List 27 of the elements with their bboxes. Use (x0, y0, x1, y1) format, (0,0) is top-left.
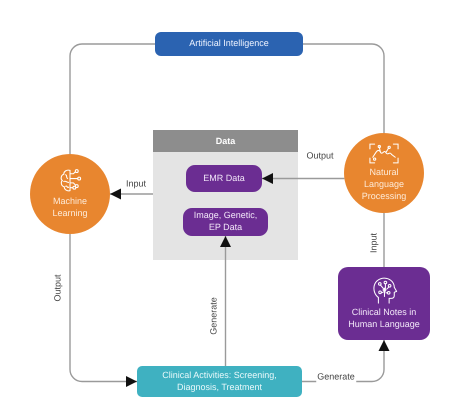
node-label: Natural Language Processing (360, 167, 408, 203)
edge-label: Input (368, 232, 380, 254)
data-panel (153, 130, 298, 260)
connector-line (383, 213, 385, 267)
arrow (262, 173, 344, 184)
arrow (110, 188, 153, 200)
node-label: Artificial Intelligence (189, 38, 269, 50)
edge-label: Input (124, 178, 148, 190)
panel-header: Data (153, 130, 298, 152)
node-label: Clinical Notes in Human Language (347, 307, 421, 331)
node-label: Clinical Activities: Screening, Diagnosis, Treatment (161, 370, 278, 394)
node-label: Machine Learning (51, 196, 89, 220)
arrow (69, 234, 137, 387)
edge-label: Generate (316, 372, 356, 382)
arrow (220, 236, 231, 366)
notes-card (338, 267, 430, 340)
connector-line (69, 43, 155, 154)
data-item (183, 208, 268, 236)
node-label: Image, Genetic, EP Data (192, 210, 258, 234)
connector-line (303, 43, 385, 133)
node-label: EMR Data (203, 172, 245, 184)
edge-label: Output (52, 273, 64, 303)
activity-box (137, 366, 302, 397)
edge-label: Output (305, 150, 335, 162)
data-item (186, 165, 262, 192)
category-box (155, 32, 303, 56)
edge-label: Generate (208, 296, 220, 336)
